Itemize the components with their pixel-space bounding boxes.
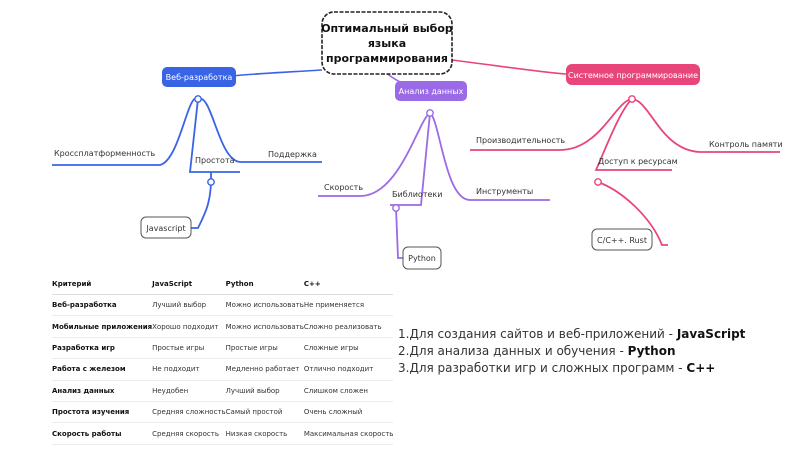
leaf-python[interactable]: Python xyxy=(402,246,442,270)
svg-text:Веб-разработка: Веб-разработка xyxy=(166,73,233,82)
cell-javascript: Простые игры xyxy=(152,337,226,360)
branch-data xyxy=(318,109,550,259)
pill-system[interactable]: Системное программирование xyxy=(566,64,700,85)
label-performance: Производительность xyxy=(476,136,565,145)
cell-javascript: Хорошо подходит xyxy=(152,315,226,338)
root-line-3: программирования xyxy=(326,52,448,65)
cell-python: Низкая скорость xyxy=(225,422,304,445)
label-resources: Доступ к ресурсам xyxy=(598,157,678,166)
summary-lang-1: JavaScript xyxy=(676,327,746,341)
root-line-1: Оптимальный выбор xyxy=(321,22,453,35)
table-header-row: Критерий JavaScript Python C++ xyxy=(52,274,394,295)
row-criterion: Простота изучения xyxy=(52,401,153,424)
label-libraries: Библиотеки xyxy=(392,190,442,199)
cell-javascript: Средняя сложность xyxy=(152,401,226,424)
cell-cpp: Слишком сложен xyxy=(303,380,394,402)
svg-text:Javascript: Javascript xyxy=(145,224,185,233)
root-node: Оптимальный выбор языка программирования xyxy=(321,11,453,75)
cell-cpp: Отлично подходит xyxy=(303,358,394,381)
header-cpp: C++ xyxy=(303,274,394,295)
row-criterion: Веб-разработка xyxy=(52,294,153,317)
cell-python: Простые игры xyxy=(225,337,304,360)
label-speed: Скорость xyxy=(324,183,363,192)
header-criterion: Критерий xyxy=(52,274,153,295)
leaf-c-cpp-rust[interactable]: C/C++. Rust xyxy=(591,228,653,251)
header-python: Python xyxy=(225,274,304,295)
cell-python: Можно использовать xyxy=(225,315,304,338)
branch-system xyxy=(470,95,780,246)
comparison-table: Критерий JavaScript Python C++ Веб-разра… xyxy=(52,274,394,445)
root-line-2: языка xyxy=(368,37,406,50)
row-criterion: Мобильные приложения xyxy=(52,315,153,338)
cell-javascript: Средняя скорость xyxy=(152,422,226,445)
cell-javascript: Лучший выбор xyxy=(152,294,226,317)
summary-list: 1.Для создания сайтов и веб-приложений -… xyxy=(398,326,798,377)
cell-python: Можно использовать xyxy=(225,294,304,317)
svg-text:C/C++. Rust: C/C++. Rust xyxy=(597,236,647,245)
summary-lang-3: C++ xyxy=(686,361,716,375)
summary-item-1: 1.Для создания сайтов и веб-приложений -… xyxy=(398,327,746,341)
connector-system xyxy=(451,59,567,75)
row-criterion: Анализ данных xyxy=(52,380,153,402)
svg-text:Анализ данных: Анализ данных xyxy=(399,87,464,96)
cell-python: Лучший выбор xyxy=(225,380,304,402)
pill-web[interactable]: Веб-разработка xyxy=(162,67,236,87)
summary-item-3: 3.Для разработки игр и сложных программ … xyxy=(398,361,716,375)
header-javascript: JavaScript xyxy=(152,274,226,295)
label-crossplatform: Кроссплатформенность xyxy=(54,149,156,158)
cell-javascript: Неудобен xyxy=(152,380,226,402)
row-criterion: Скорость работы xyxy=(52,422,153,445)
row-criterion: Разработка игр xyxy=(52,337,153,360)
row-criterion: Работа с железом xyxy=(52,358,153,381)
label-memory: Контроль памяти xyxy=(709,140,783,149)
summary-item-2: 2.Для анализа данных и обучения - Python xyxy=(398,344,676,358)
cell-python: Самый простой xyxy=(225,401,304,424)
label-support: Поддержка xyxy=(268,150,317,159)
cell-cpp: Очень сложный xyxy=(303,401,394,424)
connector-web xyxy=(231,69,323,77)
branch-web xyxy=(52,95,322,229)
label-tools: Инструменты xyxy=(476,187,533,196)
pill-data[interactable]: Анализ данных xyxy=(395,81,467,101)
leaf-javascript[interactable]: Javascript xyxy=(140,216,192,239)
cell-cpp: Сложно реализовать xyxy=(303,315,394,338)
summary-lang-2: Python xyxy=(627,344,676,358)
cell-cpp: Не применяется xyxy=(303,294,394,317)
cell-cpp: Максимальная скорость xyxy=(303,422,394,445)
cell-python: Медленно работает xyxy=(225,358,304,381)
svg-text:Python: Python xyxy=(408,254,436,263)
svg-text:Системное программирование: Системное программирование xyxy=(568,71,698,80)
cell-javascript: Не подходит xyxy=(152,358,226,381)
label-simplicity: Простота xyxy=(195,156,235,165)
cell-cpp: Сложные игры xyxy=(303,337,394,360)
